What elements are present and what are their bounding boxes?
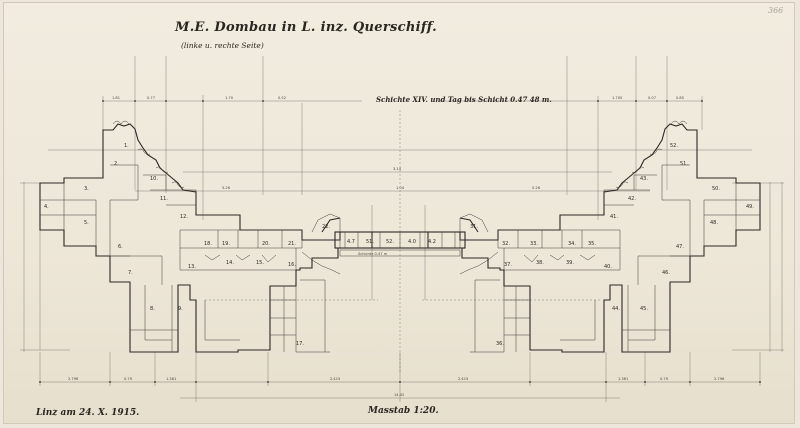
dim-mid-3: 5.26 (532, 186, 541, 190)
dim-mid-2: 1.04 (396, 186, 405, 190)
stone-right-5: 48. (710, 220, 718, 226)
dimension-lines (20, 56, 784, 402)
stone-right-20: 33. (530, 241, 538, 247)
dimension-labels: 1.81 0.77 1.70 0.52 1.705 0.07 0.85 5.26… (68, 96, 725, 397)
stone-right-2: 51. (680, 161, 688, 167)
paper-background (4, 3, 794, 423)
dim-total: 14.02 (394, 393, 404, 397)
stone-left-16: 16. (288, 262, 296, 268)
stone-labels-right: 52. 51. 50. 49. 48. 47. 46. 45. 44. 43. … (470, 143, 754, 347)
center-label-1: 4.7 (347, 239, 355, 245)
dim-bottom-4: 2.415 (330, 377, 340, 381)
stone-right-19: 34. (568, 241, 576, 247)
stone-right-4: 49. (746, 204, 754, 210)
stone-left-21: 21. (288, 241, 296, 247)
stone-right-8: 45. (640, 306, 648, 312)
stone-right-22: 31. (470, 224, 478, 230)
stone-left-19: 19. (222, 241, 230, 247)
stone-right-14: 39. (566, 260, 574, 266)
scale-label: Masstab 1:20. (368, 406, 439, 416)
drawing-subtitle: (linke u. rechte Seite) (181, 41, 264, 50)
center-band-label: Schichte 0.47 m (358, 252, 388, 256)
stone-right-7: 46. (662, 270, 670, 276)
dim-bottom-5: 2.415 (458, 377, 468, 381)
stone-left-14: 14. (226, 260, 234, 266)
stone-right-13: 40. (604, 264, 612, 270)
stone-right-18: 35. (588, 241, 596, 247)
center-label-5: 4.2 (428, 239, 436, 245)
stone-left-7: 7. (128, 270, 133, 276)
stone-right-9: 44. (612, 306, 620, 312)
stone-left-1: 1. (124, 143, 129, 149)
dim-top-right-3: 0.85 (676, 96, 684, 100)
stone-left-2: 2. (114, 161, 119, 167)
dim-top-right-2: 0.07 (648, 96, 656, 100)
sheet-number: 366 (768, 6, 784, 15)
stone-right-6: 47. (676, 244, 684, 250)
stone-left-17: 17. (296, 341, 304, 347)
stone-right-1: 52. (670, 143, 678, 149)
date-label: Linz am 24. X. 1915. (36, 408, 140, 418)
center-labels: 4.7 51. 52. 4.0 4.2 Schichte 0.47 m (347, 239, 436, 256)
stone-right-3: 50. (712, 186, 720, 192)
stone-left-22: 22. (322, 224, 330, 230)
stone-left-13: 13. (188, 264, 196, 270)
dim-mid-4: 3.14 (393, 167, 402, 171)
stone-right-17: 36. (496, 341, 504, 347)
dim-top-left-1: 1.81 (112, 96, 120, 100)
center-label-2: 51. (366, 239, 374, 245)
center-label-3: 52. (386, 239, 394, 245)
layer-label: Schichte XIV. und Tag bis Schicht 0.47 4… (376, 95, 552, 104)
dim-mid-1: 5.26 (222, 186, 231, 190)
dim-top-left-4: 0.52 (278, 96, 286, 100)
stone-left-3: 3. (84, 186, 89, 192)
stone-left-10: 10. (150, 176, 158, 182)
center-label-4: 4.0 (408, 239, 416, 245)
stone-left-20: 20. (262, 241, 270, 247)
dimension-ticks (39, 100, 761, 383)
stone-right-15: 38. (536, 260, 544, 266)
stone-left-18: 18. (204, 241, 212, 247)
dim-bottom-8: 2.796 (714, 377, 725, 381)
stone-left-5: 5. (84, 220, 89, 226)
stone-left-12: 12. (180, 214, 188, 220)
stone-left-8: 8. (150, 306, 155, 312)
dim-bottom-2: 0.79 (124, 377, 133, 381)
dim-bottom-6: 1.361 (618, 377, 628, 381)
stone-labels: 1. 2. 3. 4. 5. 6. 7. 8. 9. 10. 11. 12. 1… (44, 143, 330, 347)
stone-right-16: 37. (504, 262, 512, 268)
dim-bottom-7: 0.79 (660, 377, 669, 381)
dim-top-left-3: 1.70 (225, 96, 234, 100)
center-band (321, 217, 479, 257)
stone-right-12: 41. (610, 214, 618, 220)
stone-left-11: 11. (160, 196, 168, 202)
stone-left-4: 4. (44, 204, 49, 210)
stone-left-9: 9. (178, 306, 183, 312)
stone-right-21: 32. (502, 241, 510, 247)
stone-right-10: 43. (640, 176, 648, 182)
right-wing-outline (427, 120, 761, 353)
left-wing-outline (39, 120, 373, 353)
dim-top-left-2: 0.77 (147, 96, 155, 100)
dim-top-right-1: 1.705 (612, 96, 622, 100)
stone-right-11: 42. (628, 196, 636, 202)
dim-bottom-1: 2.796 (68, 377, 79, 381)
dim-bottom-3: 1.361 (166, 377, 176, 381)
drawing-title: M.E. Dombau in L. inz. Querschiff. (175, 20, 437, 35)
stone-left-6: 6. (118, 244, 123, 250)
stone-left-15: 15. (256, 260, 264, 266)
